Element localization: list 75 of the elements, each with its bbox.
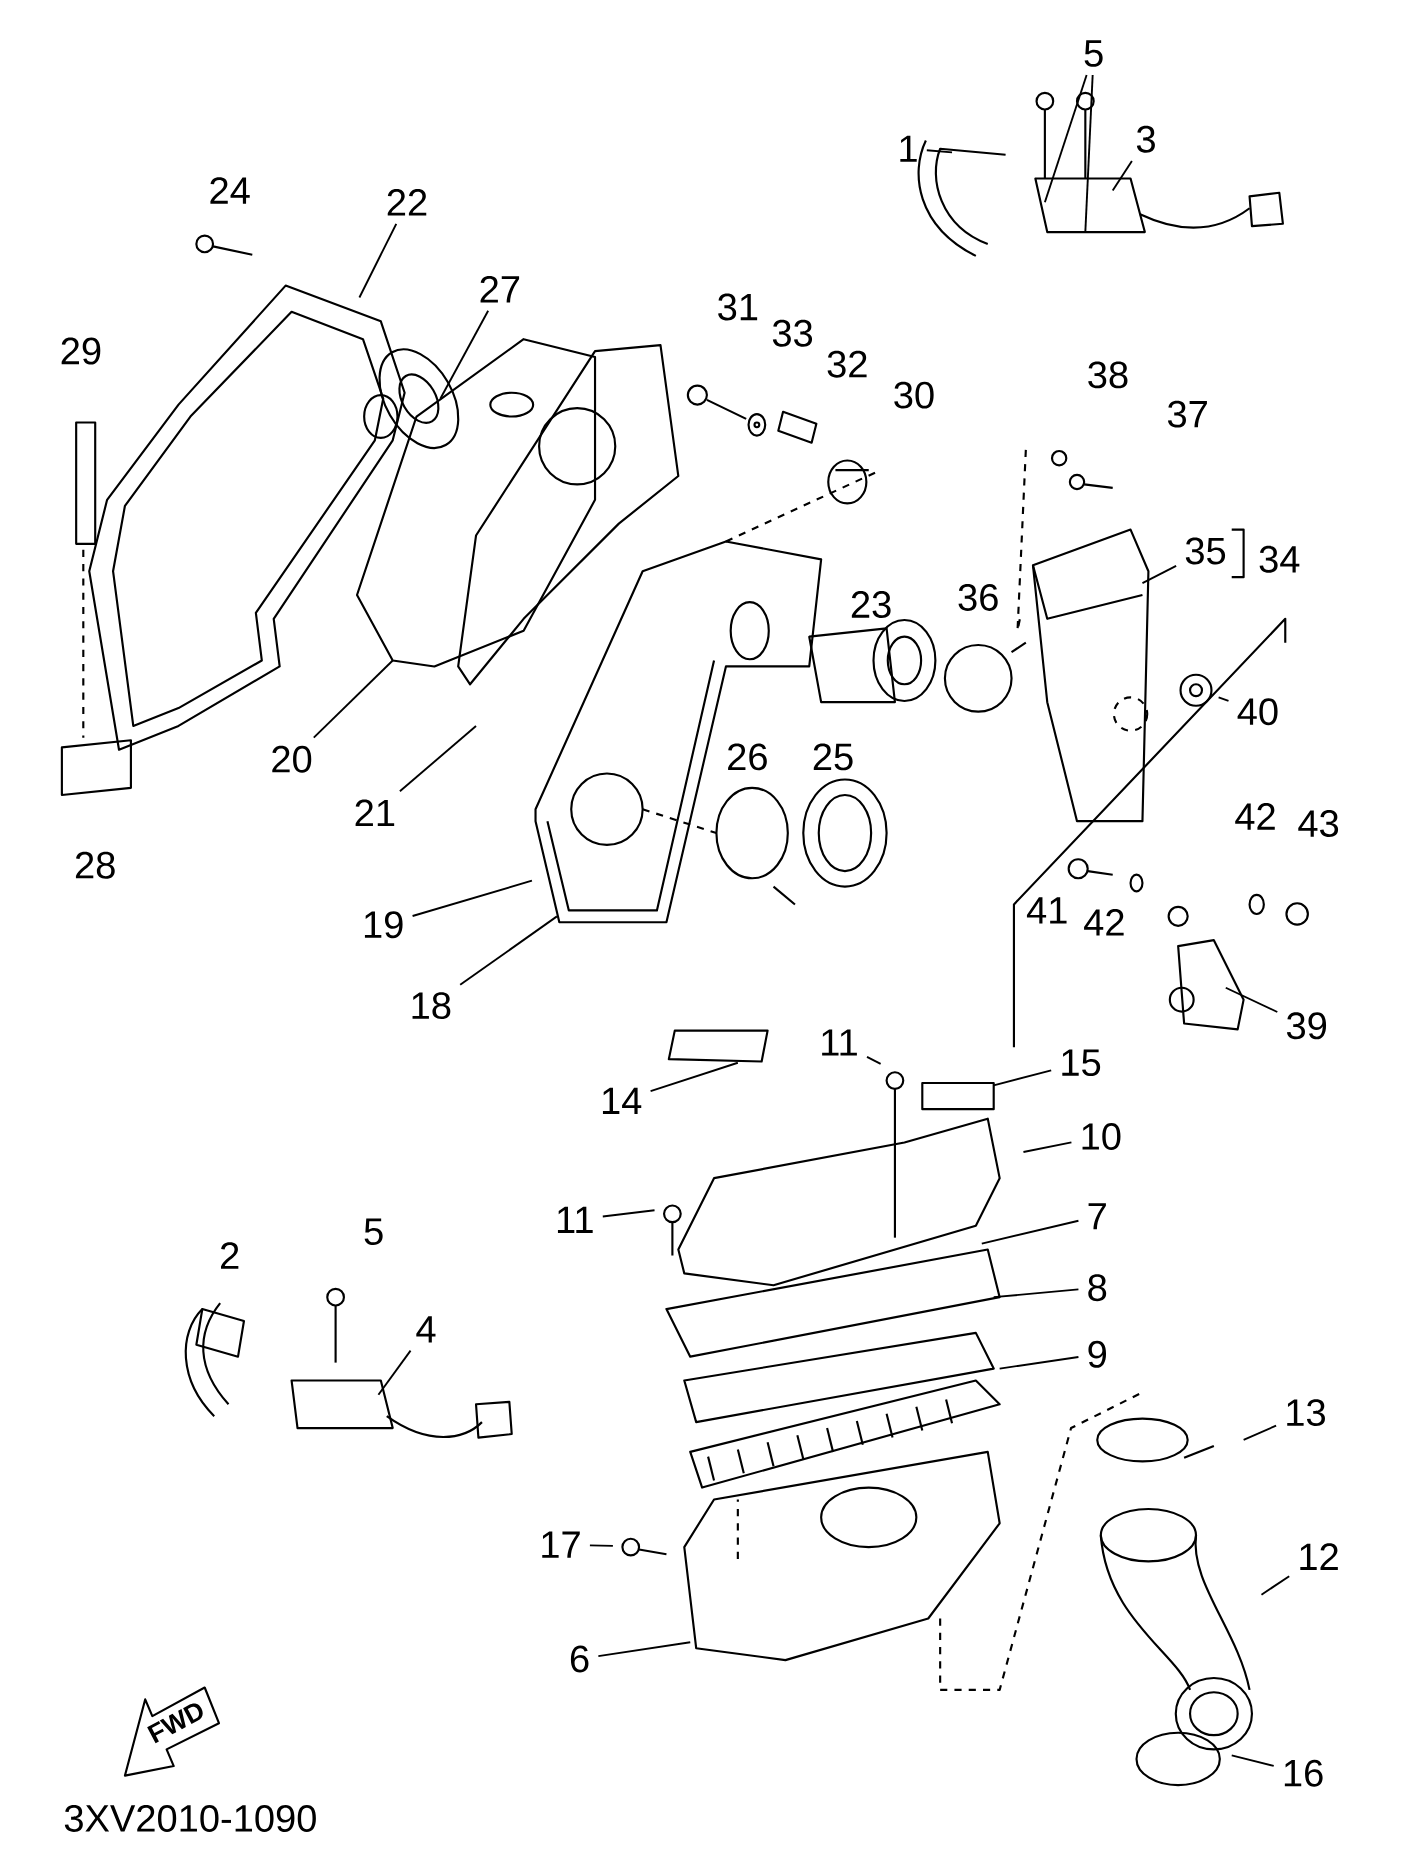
callout-number: 37 [1167, 400, 1207, 428]
callout-number: 11 [557, 1206, 593, 1233]
callout-number: 36 [958, 583, 998, 611]
part-code: 3XV2010-1090 [64, 1804, 316, 1832]
leader-line [1111, 160, 1133, 192]
callout-number: 5 [364, 1218, 383, 1245]
leader-line [1217, 696, 1230, 702]
callout-number: 7 [1088, 1203, 1106, 1230]
leader-line [925, 149, 953, 154]
leader-line [865, 1055, 882, 1065]
callout-number: 21 [355, 799, 394, 827]
callout-number: 27 [480, 275, 519, 303]
callout-number: 20 [272, 745, 311, 773]
leader-line [1084, 74, 1094, 233]
callout-number: 35 [1185, 537, 1225, 565]
callout-number: 19 [364, 911, 403, 939]
callout-number: 13 [1287, 1399, 1325, 1427]
callout-number: 42 [1083, 909, 1124, 936]
callout-number: 30 [894, 381, 934, 409]
leader-line [597, 1641, 691, 1658]
callout-number: 24 [210, 177, 250, 204]
callout-number: 5 [1084, 40, 1103, 67]
callout-number: 16 [1284, 1759, 1323, 1787]
callout-number: 23 [851, 591, 891, 619]
leader-line [377, 1349, 412, 1396]
callout-number: 38 [1088, 361, 1128, 389]
callout-number: 12 [1300, 1543, 1338, 1570]
leader-line [601, 1209, 656, 1218]
callout-number: 25 [813, 743, 853, 771]
leader-line [992, 1069, 1052, 1087]
callout-number: 14 [602, 1087, 642, 1114]
callout-number: 41 [1026, 897, 1067, 924]
leader-line [1141, 565, 1177, 585]
leader-line [980, 1219, 1080, 1245]
leader-line [312, 659, 394, 739]
callout-number: 11 [821, 1029, 857, 1056]
leader-line [1242, 1424, 1277, 1441]
callout-number: 26 [727, 743, 767, 771]
callout-number: 31 [717, 293, 757, 321]
callout-number: 4 [416, 1316, 436, 1343]
leader-line [998, 1356, 1080, 1370]
callout-number: 3 [1136, 125, 1155, 153]
callout-number: 32 [827, 350, 867, 378]
callout-number: 10 [1082, 1123, 1121, 1150]
leader-line [992, 1288, 1080, 1299]
callout-number: 33 [772, 319, 812, 347]
leader-line [588, 1544, 614, 1547]
leader-line [1224, 986, 1279, 1013]
callout-number: 17 [542, 1531, 580, 1558]
callout-number: 43 [1298, 810, 1338, 837]
callout-number: 39 [1286, 1012, 1326, 1040]
leader-line [1043, 74, 1088, 204]
callout-number: 18 [412, 992, 451, 1020]
leader-line [1022, 1141, 1073, 1153]
callout-number: 1 [900, 135, 917, 162]
leader-line [411, 879, 533, 917]
arrow-label: FWD [146, 1703, 203, 1744]
leader-line [459, 915, 558, 986]
callout-number: 42 [1235, 803, 1275, 830]
callout-number: 8 [1088, 1274, 1106, 1302]
leader-line [358, 222, 397, 299]
callout-number: 15 [1062, 1049, 1100, 1076]
leader-line [1230, 1754, 1275, 1767]
leader-line [1260, 1575, 1290, 1596]
leader-line [398, 725, 477, 793]
callout-number: 29 [61, 337, 101, 365]
callout-number: 6 [570, 1645, 589, 1673]
leader-line [649, 1061, 739, 1093]
callout-number: 9 [1088, 1340, 1106, 1368]
callout-number: 22 [387, 189, 427, 216]
callout-number: 40 [1237, 698, 1278, 726]
callout-number: 28 [75, 851, 115, 879]
leader-line [439, 309, 489, 400]
callout-number: 34 [1259, 545, 1300, 573]
callout-number: 2 [220, 1242, 239, 1269]
